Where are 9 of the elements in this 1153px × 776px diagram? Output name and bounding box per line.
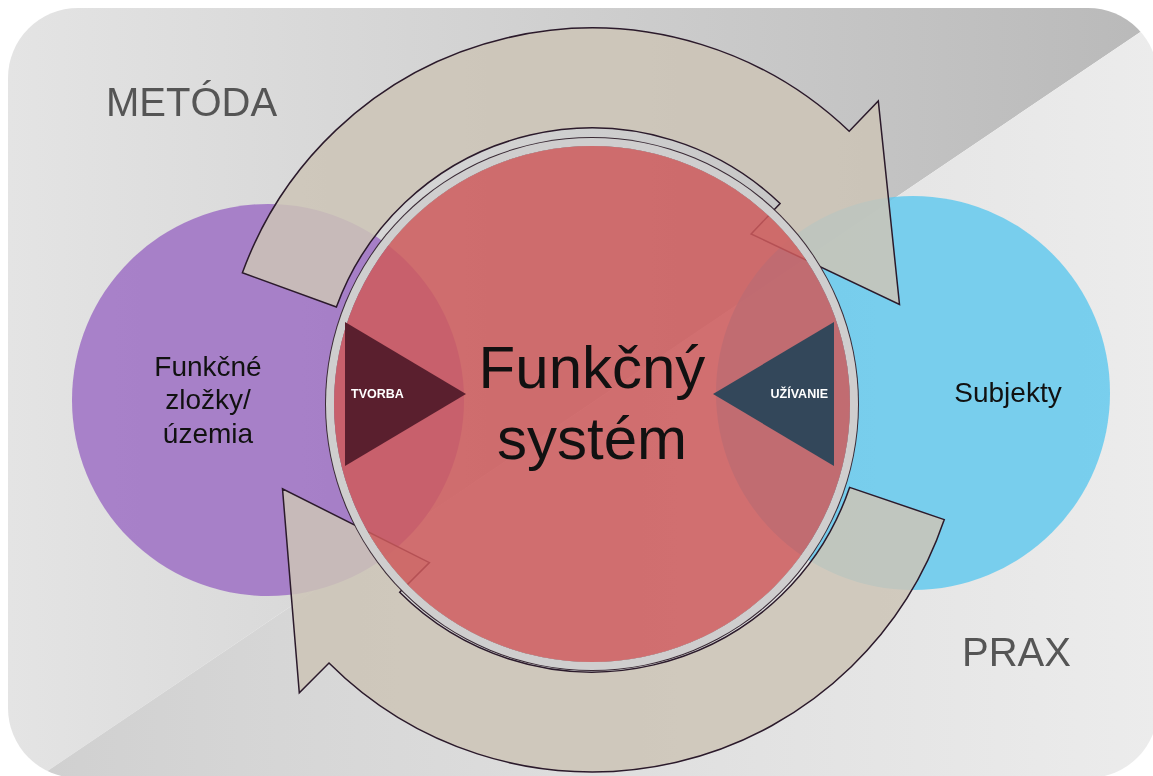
circle-label: Subjekty xyxy=(954,376,1062,410)
corner-label: METÓDA xyxy=(106,80,278,125)
circle-label: Funkčné zložky/ územia xyxy=(153,350,263,450)
cycle-arrow xyxy=(281,486,946,773)
cycle-arrow xyxy=(241,27,901,308)
triangle-label: TVORBA xyxy=(351,387,404,401)
triangle-label: UŽÍVANIE xyxy=(770,387,828,401)
circle-label: Funkčný systém xyxy=(477,333,707,474)
corner-label: PRAX xyxy=(962,630,1071,675)
